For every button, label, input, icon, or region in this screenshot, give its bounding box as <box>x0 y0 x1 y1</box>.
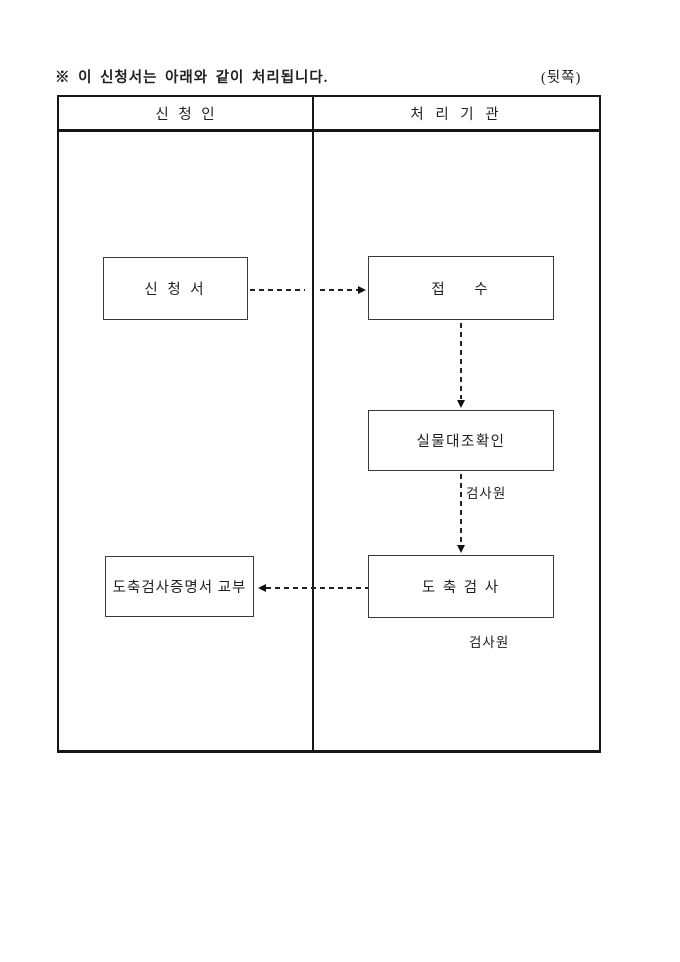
table-header-row: 신 청 인 처 리 기 관 <box>59 97 599 132</box>
arrowhead-right-icon <box>358 286 366 294</box>
flow-box-certificate-issue: 도축검사증명서 교부 <box>105 556 254 617</box>
flow-box-application: 신 청 서 <box>103 257 248 320</box>
dash-line <box>250 289 305 291</box>
dash-line <box>460 323 462 399</box>
inspector-label-1: 검사원 <box>466 486 507 501</box>
arrowhead-left-icon <box>258 584 266 592</box>
flow-box-slaughter-inspection: 도 축 검 사 <box>368 555 554 618</box>
flow-box-physical-check: 실물대조확인 <box>368 410 554 471</box>
flow-box-receipt: 접 수 <box>368 256 554 320</box>
dash-line <box>266 587 368 589</box>
process-table: 신 청 인 처 리 기 관 신 청 서 접 수 실물대조확인 도 축 검 사 도… <box>57 95 601 753</box>
page-side-label: (뒷쪽) <box>541 70 582 86</box>
inspector-label-2: 검사원 <box>469 635 510 650</box>
header-cell-agency: 처 리 기 관 <box>410 106 503 123</box>
header-cell-applicant: 신 청 인 <box>155 106 218 123</box>
column-divider <box>312 97 314 750</box>
arrowhead-down-icon <box>457 400 465 408</box>
dash-line <box>460 474 462 545</box>
arrowhead-down-icon <box>457 545 465 553</box>
processing-note: ※ 이 신청서는 아래와 같이 처리됩니다. <box>55 70 329 86</box>
dash-line <box>320 289 358 291</box>
